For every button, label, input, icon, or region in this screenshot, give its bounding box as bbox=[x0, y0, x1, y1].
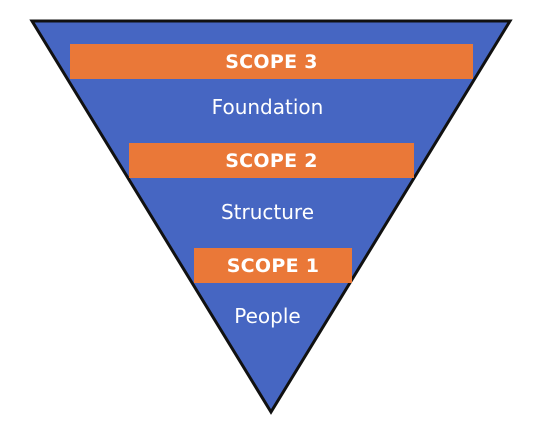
foundation-label: Foundation bbox=[211, 95, 324, 119]
people-label: People bbox=[234, 304, 301, 328]
scope-3-band: SCOPE 3 bbox=[70, 44, 473, 79]
structure-label: Structure bbox=[220, 200, 315, 224]
triangle-shape bbox=[29, 19, 513, 415]
scope-1-band: SCOPE 1 bbox=[194, 248, 352, 283]
scope-2-band: SCOPE 2 bbox=[129, 143, 414, 178]
